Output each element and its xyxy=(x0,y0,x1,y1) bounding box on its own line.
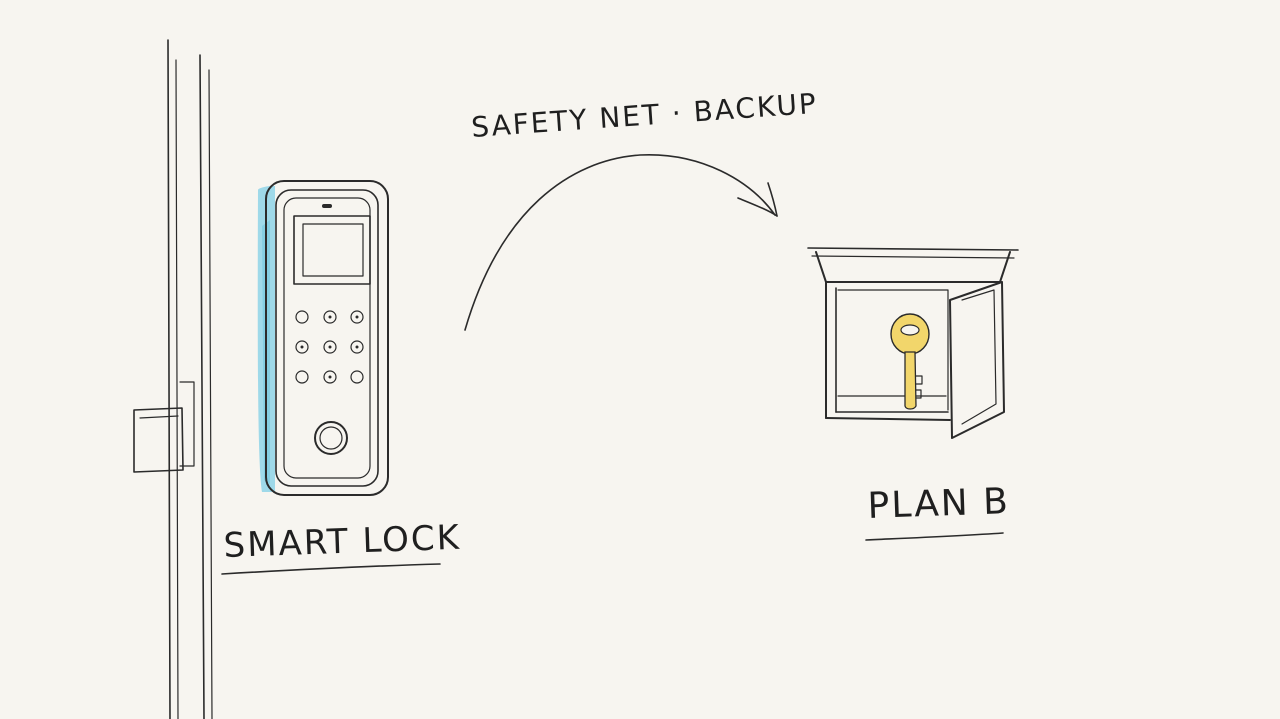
plan-b-label: PLAN B xyxy=(867,481,1011,527)
lock-screen xyxy=(293,215,371,285)
smart-lock-label: SMART LOCK xyxy=(223,518,462,566)
curved-arrow-icon xyxy=(464,154,778,331)
latch-bolt xyxy=(133,381,195,473)
smart-lock-underline xyxy=(221,563,441,575)
key-icon xyxy=(890,313,930,410)
keypad xyxy=(295,310,364,384)
plan-b-underline xyxy=(865,532,1004,541)
key-lockbox-icon xyxy=(807,247,1019,439)
door-frame xyxy=(167,39,213,719)
smart-lock-keypad-icon xyxy=(257,180,389,496)
caption-text: SAFETY NET · BACKUP xyxy=(470,87,819,144)
lock-status-led xyxy=(322,204,332,208)
fingerprint-sensor xyxy=(314,421,348,455)
